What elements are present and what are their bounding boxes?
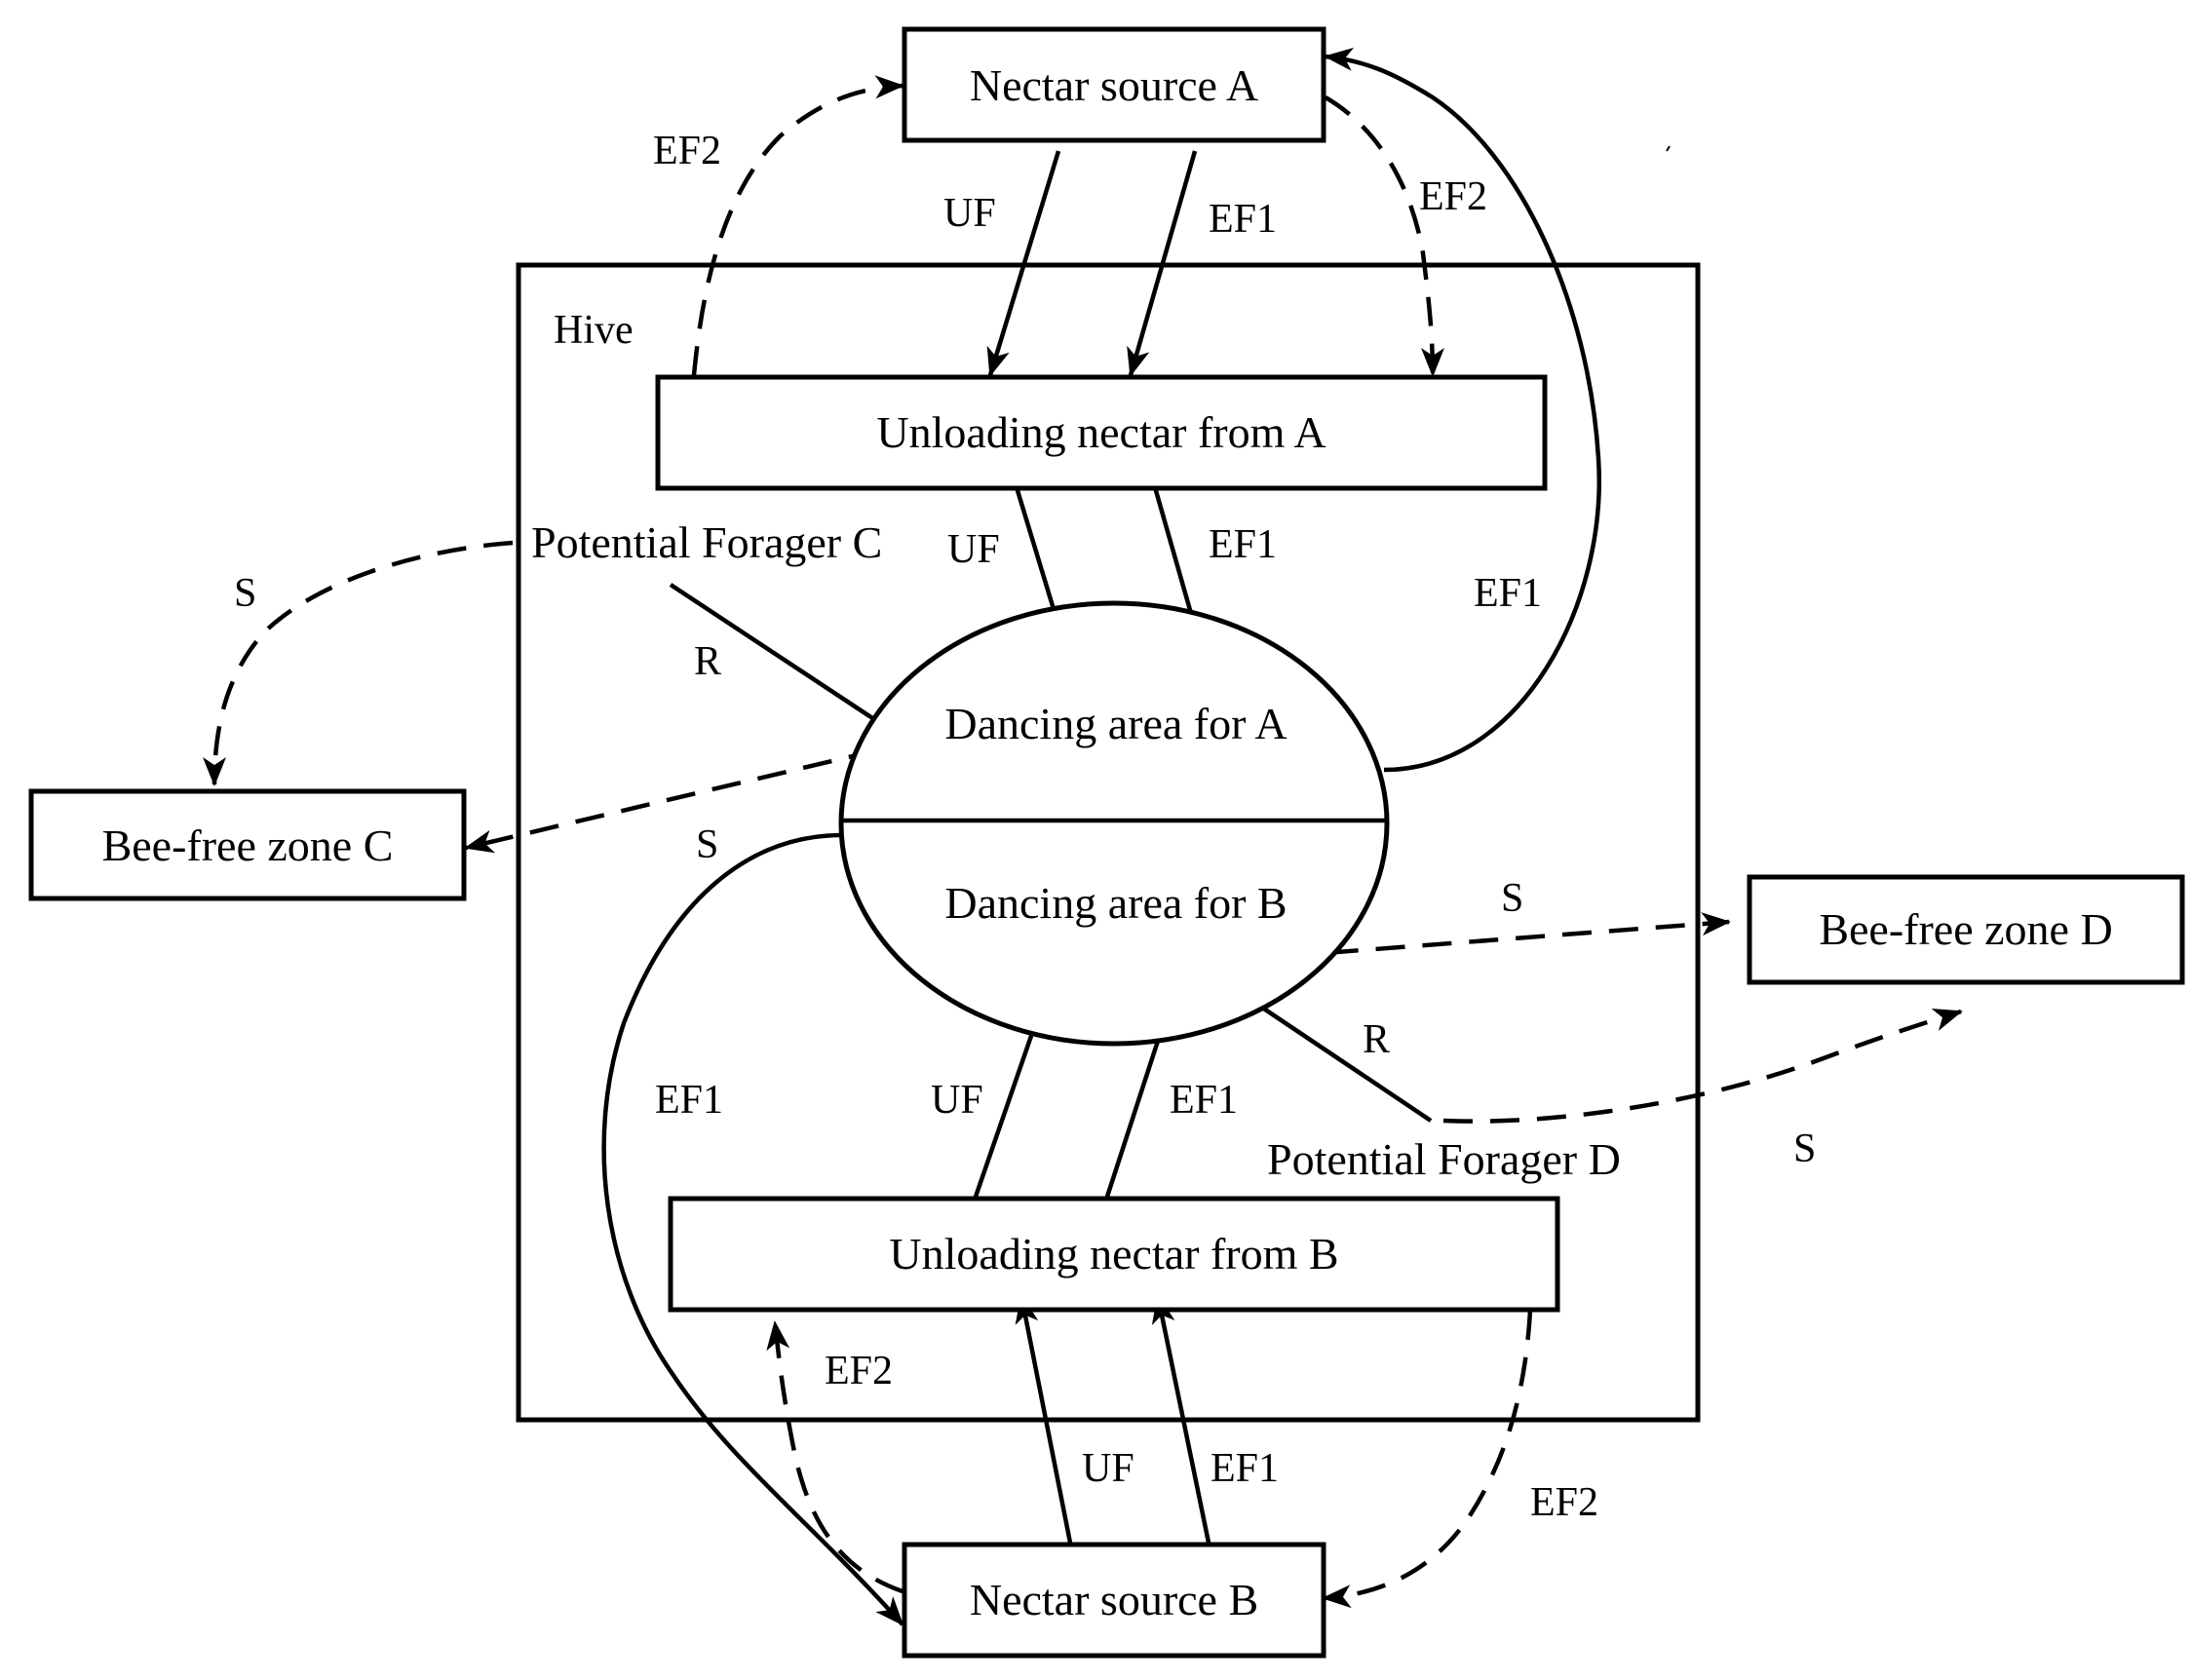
- svg-text:Bee-free zone D: Bee-free zone D: [1819, 904, 2112, 954]
- edge-s-forager-c-to-zone-c: [203, 540, 514, 786]
- svg-text:Nectar source B: Nectar source B: [970, 1575, 1258, 1624]
- edge-uf-source-a-to-unload-a: [986, 150, 1061, 377]
- node-unloading-a: Unloading nectar from A: [655, 374, 1548, 491]
- label-s-d-bottom: S: [1793, 1126, 1816, 1171]
- edge-ef1-source-b-to-unload-b: [1151, 1294, 1211, 1544]
- label-ef1-b-return: EF1: [655, 1078, 723, 1123]
- node-bee-free-zone-d: Bee-free zone D: [1747, 874, 2185, 985]
- node-unloading-b: Unloading nectar from B: [668, 1196, 1560, 1313]
- svg-text:Unloading nectar from A: Unloading nectar from A: [876, 407, 1326, 457]
- hive-label: Hive: [554, 308, 634, 353]
- label-uf-a-dance: UF: [947, 527, 1000, 572]
- label-uf-b-in: UF: [1082, 1446, 1134, 1491]
- label-s-c-top: S: [234, 571, 256, 616]
- node-potential-forager-c: Potential Forager C: [531, 517, 882, 567]
- label-ef2-b-left: EF2: [825, 1349, 893, 1394]
- edge-ef1-source-a-to-unload-a: [1127, 150, 1198, 377]
- label-ef1-a-dance: EF1: [1209, 522, 1277, 567]
- svg-text:Nectar source A: Nectar source A: [970, 60, 1258, 110]
- edge-ef1-dance-b-to-source-b: [601, 832, 904, 1626]
- edge-s-forager-d-to-zone-d: [1442, 1009, 1963, 1124]
- label-ef2-a-left: EF2: [653, 129, 721, 173]
- label-s-c-bottom: S: [696, 822, 718, 867]
- svg-text:Unloading nectar from B: Unloading nectar from B: [889, 1229, 1338, 1279]
- node-dancing-areas: Dancing area for A Dancing area for B: [838, 600, 1390, 1047]
- edge-ef1-dance-a-to-source-a: [1324, 47, 1601, 773]
- label-r-c: R: [694, 639, 721, 684]
- edge-uf-source-b-to-unload-b: [1015, 1294, 1073, 1544]
- node-bee-free-zone-c: Bee-free zone C: [28, 788, 467, 901]
- edge-s-dance-b-to-zone-d: [1235, 912, 1731, 963]
- stray-mark: [1666, 145, 1671, 152]
- label-ef1-b-in: EF1: [1211, 1446, 1279, 1491]
- svg-text:Bee-free zone C: Bee-free zone C: [102, 821, 394, 870]
- edge-ef2-source-a-to-unload-a: [1324, 95, 1444, 377]
- edge-ef2-source-b-to-unload-b: [766, 1320, 903, 1594]
- edge-r-forager-c-to-dance-a: [669, 583, 897, 735]
- edge-s-dance-a-to-zone-c: [464, 747, 878, 854]
- label-ef1-b-dance: EF1: [1170, 1078, 1238, 1123]
- label-s-d-top: S: [1501, 876, 1523, 921]
- edge-ef2-unload-b-to-source-b: [1322, 1310, 1533, 1609]
- node-nectar-source-a: Nectar source A: [902, 26, 1326, 143]
- label-ef1-a-return: EF1: [1474, 571, 1542, 616]
- label-ef2-b-right: EF2: [1530, 1480, 1598, 1525]
- label-r-d: R: [1363, 1017, 1390, 1062]
- node-dancing-area-b: Dancing area for B: [944, 878, 1287, 928]
- label-uf-a-in: UF: [943, 191, 996, 236]
- label-uf-b-dance: UF: [931, 1078, 983, 1123]
- hive-boundary: [516, 262, 1701, 1423]
- label-ef1-a-in: EF1: [1209, 197, 1277, 242]
- node-dancing-area-a: Dancing area for A: [944, 699, 1287, 748]
- node-nectar-source-b: Nectar source B: [902, 1542, 1326, 1659]
- edge-ef2-unload-a-to-source-a: [691, 75, 904, 376]
- label-ef2-a-right: EF2: [1419, 174, 1487, 219]
- node-potential-forager-d: Potential Forager D: [1267, 1134, 1621, 1184]
